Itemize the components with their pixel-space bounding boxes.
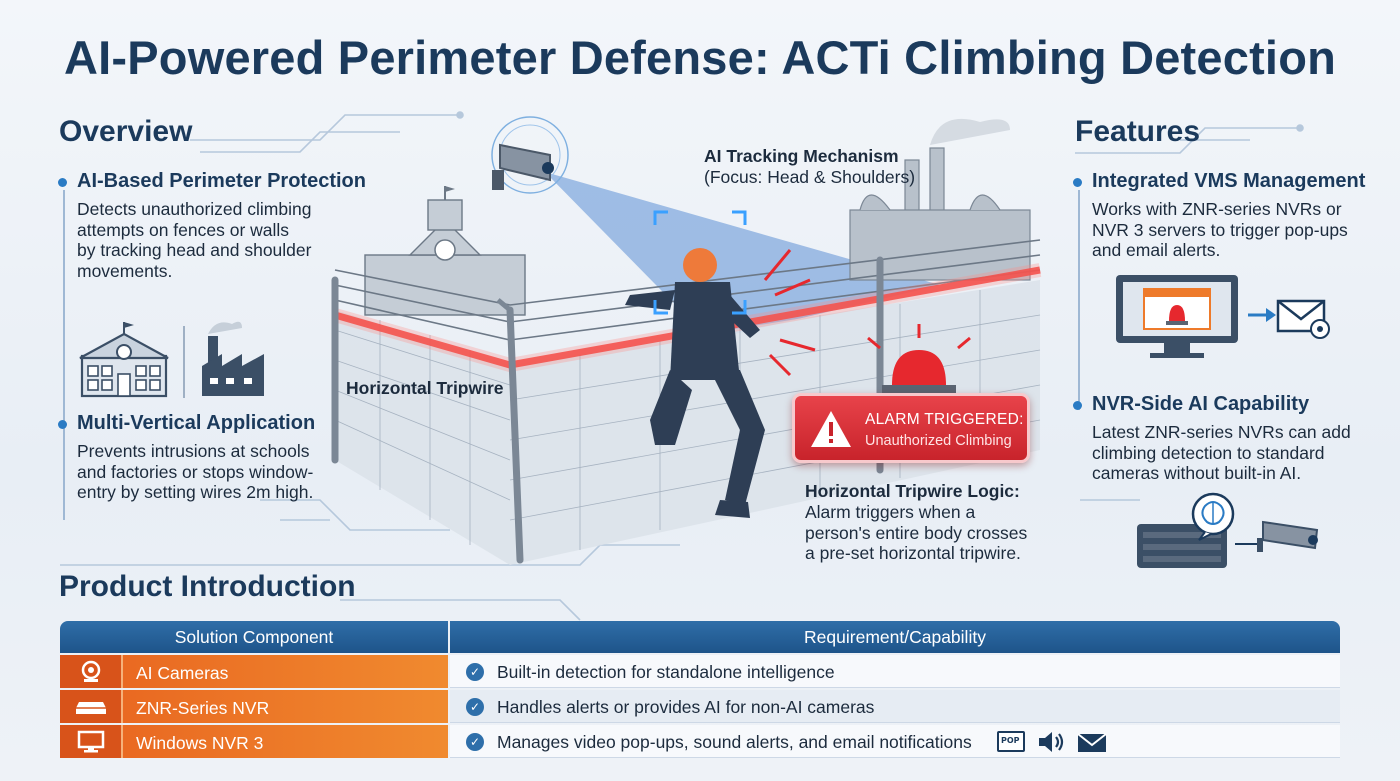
table-row-capability: ✓ Handles alerts or provides AI for non-… bbox=[450, 690, 1340, 723]
overview-item-1-title: AI-Based Perimeter Protection bbox=[58, 170, 366, 192]
page-title: AI-Powered Perimeter Defense: ACTi Climb… bbox=[63, 31, 1337, 84]
table-row-capability: ✓ Built-in detection for standalone inte… bbox=[450, 655, 1340, 688]
features-item-2-body: Latest ZNR-series NVRs can add climbing … bbox=[1092, 422, 1351, 483]
table-row-component: AI Cameras bbox=[60, 655, 448, 688]
icon-divider bbox=[183, 326, 185, 398]
alarm-title: ALARM TRIGGERED: bbox=[865, 411, 1024, 428]
overview-item-2-title: Multi-Vertical Application bbox=[57, 412, 316, 434]
tripwire-label: Horizontal Tripwire bbox=[346, 378, 504, 398]
overview-item-2-body: Prevents intrusions at schools and facto… bbox=[77, 441, 314, 502]
check-icon: ✓ bbox=[466, 698, 484, 716]
table-row-component: Windows NVR 3 bbox=[60, 725, 448, 758]
nvr-icon bbox=[60, 690, 123, 723]
popup-icon: POP bbox=[997, 731, 1025, 752]
features-item-1-body: Works with ZNR-series NVRs or NVR 3 serv… bbox=[1092, 199, 1348, 260]
tracking-mechanism-title: AI Tracking Mechanism bbox=[704, 146, 899, 166]
check-icon: ✓ bbox=[466, 733, 484, 751]
arrow-icon bbox=[1248, 308, 1276, 322]
product-heading: Product Introduction bbox=[59, 570, 356, 603]
table-header-component: Solution Component bbox=[60, 621, 448, 653]
check-icon: ✓ bbox=[466, 663, 484, 681]
school-icon bbox=[79, 322, 169, 398]
factory-icon bbox=[202, 321, 264, 396]
monitor-alert-icon bbox=[1116, 275, 1238, 358]
email-icon bbox=[1276, 299, 1330, 339]
features-item-1-title: Integrated VMS Management bbox=[1072, 170, 1366, 192]
component-label: ZNR-Series NVR bbox=[136, 698, 270, 718]
email-icon bbox=[1077, 733, 1107, 752]
warning-icon bbox=[811, 411, 851, 447]
features-item-2-title: NVR-Side AI Capability bbox=[1072, 393, 1310, 415]
capability-text: Manages video pop-ups, sound alerts, and… bbox=[497, 732, 972, 752]
overview-timeline bbox=[63, 190, 65, 520]
capability-text: Handles alerts or provides AI for non-AI… bbox=[497, 697, 875, 717]
features-timeline bbox=[1078, 190, 1080, 410]
overview-item-1-body: Detects unauthorized climbing attempts o… bbox=[77, 199, 312, 281]
tracking-mechanism-subtitle: (Focus: Head & Shoulders) bbox=[704, 167, 916, 187]
monitor-icon bbox=[60, 725, 123, 758]
tripwire-logic-title: Horizontal Tripwire Logic: bbox=[805, 481, 1020, 501]
speaker-icon bbox=[1039, 732, 1064, 752]
nvr-ai-icon bbox=[1137, 492, 1319, 568]
camera-icon bbox=[60, 655, 123, 688]
features-heading: Features bbox=[1075, 115, 1201, 148]
table-row-component: ZNR-Series NVR bbox=[60, 690, 448, 723]
component-label: Windows NVR 3 bbox=[136, 733, 264, 753]
perimeter-scene-illustration bbox=[331, 116, 1042, 565]
capability-text: Built-in detection for standalone intell… bbox=[497, 662, 835, 682]
tripwire-logic-body: Alarm triggers when a person's entire bo… bbox=[805, 502, 1028, 563]
overview-heading: Overview bbox=[59, 115, 193, 148]
component-label: AI Cameras bbox=[136, 663, 229, 683]
alarm-subtitle: Unauthorized Climbing bbox=[865, 433, 1012, 449]
table-row-capability: ✓ Manages video pop-ups, sound alerts, a… bbox=[450, 725, 1340, 758]
table-header-capability: Requirement/Capability bbox=[450, 621, 1340, 653]
alarm-triggered-box: ALARM TRIGGERED: Unauthorized Climbing bbox=[792, 393, 1030, 463]
